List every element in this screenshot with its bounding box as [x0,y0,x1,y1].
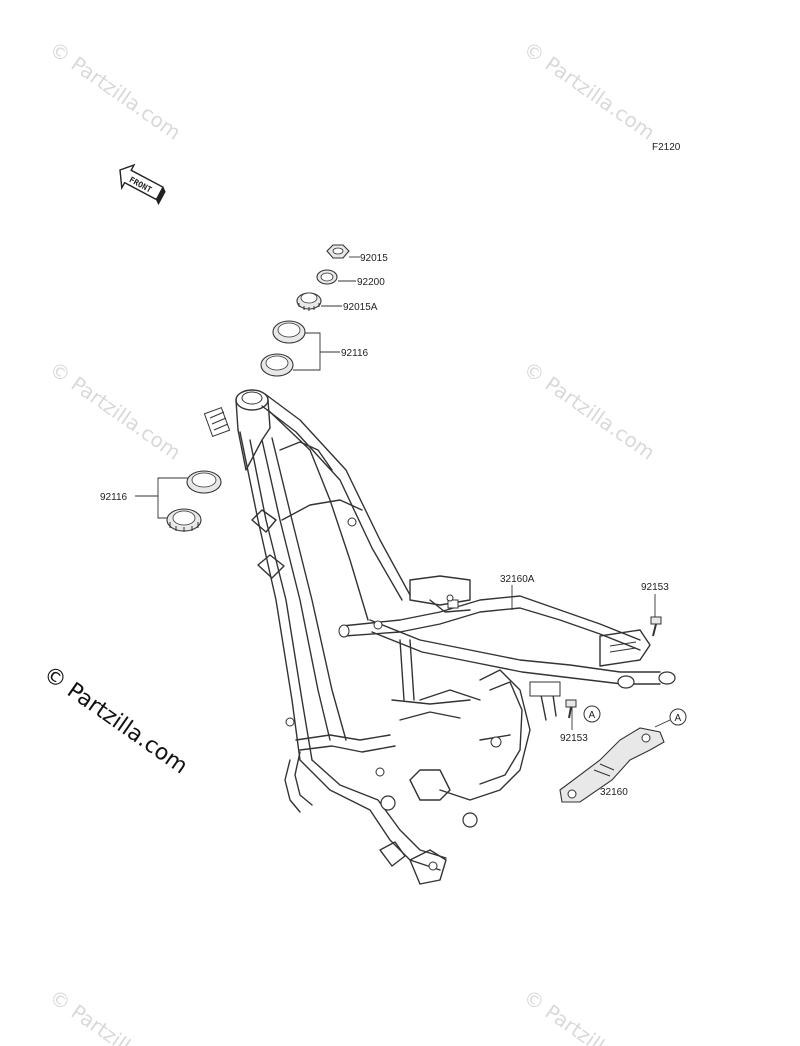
label-92200: 92200 [357,277,385,288]
nut-92015A-icon [296,292,322,311]
front-arrow-icon: FRONT [119,163,166,206]
frame-main [203,389,676,885]
leader-lines [135,256,671,782]
bolt-92153-mid-icon [565,699,577,719]
callout-a-2: A [669,708,687,726]
label-92116-top: 92116 [341,348,369,359]
bearing-race-left-icon [186,470,222,494]
callout-a-2-text: A [675,713,682,724]
watermark-top-left: © Partzilla.com [45,36,185,144]
label-92153-mid: 92153 [560,733,588,744]
diagram-code: F2120 [652,142,681,153]
bolt-92153-right-icon [650,616,662,637]
watermark-bottom-left: © Partzilla.com [45,984,185,1046]
nut-92015-icon [326,244,350,259]
bearing-roller-left-icon [166,508,202,532]
part-labels: 92015 92200 92015A 92116 92116 32160A 92… [100,253,669,798]
left-bearing-parts [166,470,222,532]
label-92153-right: 92153 [641,582,669,593]
watermark-large: © Partzilla.com [39,661,192,779]
label-32160: 32160 [600,787,628,798]
watermarks: © Partzilla.com © Partzilla.com © Partzi… [39,36,660,1046]
watermark-mid-right: © Partzilla.com [519,356,659,464]
watermark-bottom-right: © Partzilla.com [519,984,659,1046]
watermark-top-right: © Partzilla.com [519,36,659,144]
watermark-mid-left: © Partzilla.com [45,356,185,464]
label-92015: 92015 [360,253,388,264]
bracket-32160-icon [559,727,665,803]
bearing-upper-icon [272,320,306,344]
label-32160A: 32160A [500,574,535,585]
steering-parts [260,244,350,377]
bearing-lower-icon [260,353,294,377]
label-92116-left: 92116 [100,492,128,503]
label-92015A: 92015A [343,302,378,313]
washer-92200-icon [316,269,338,285]
callout-a-1: A [583,705,601,723]
callout-a-1-text: A [589,710,596,721]
